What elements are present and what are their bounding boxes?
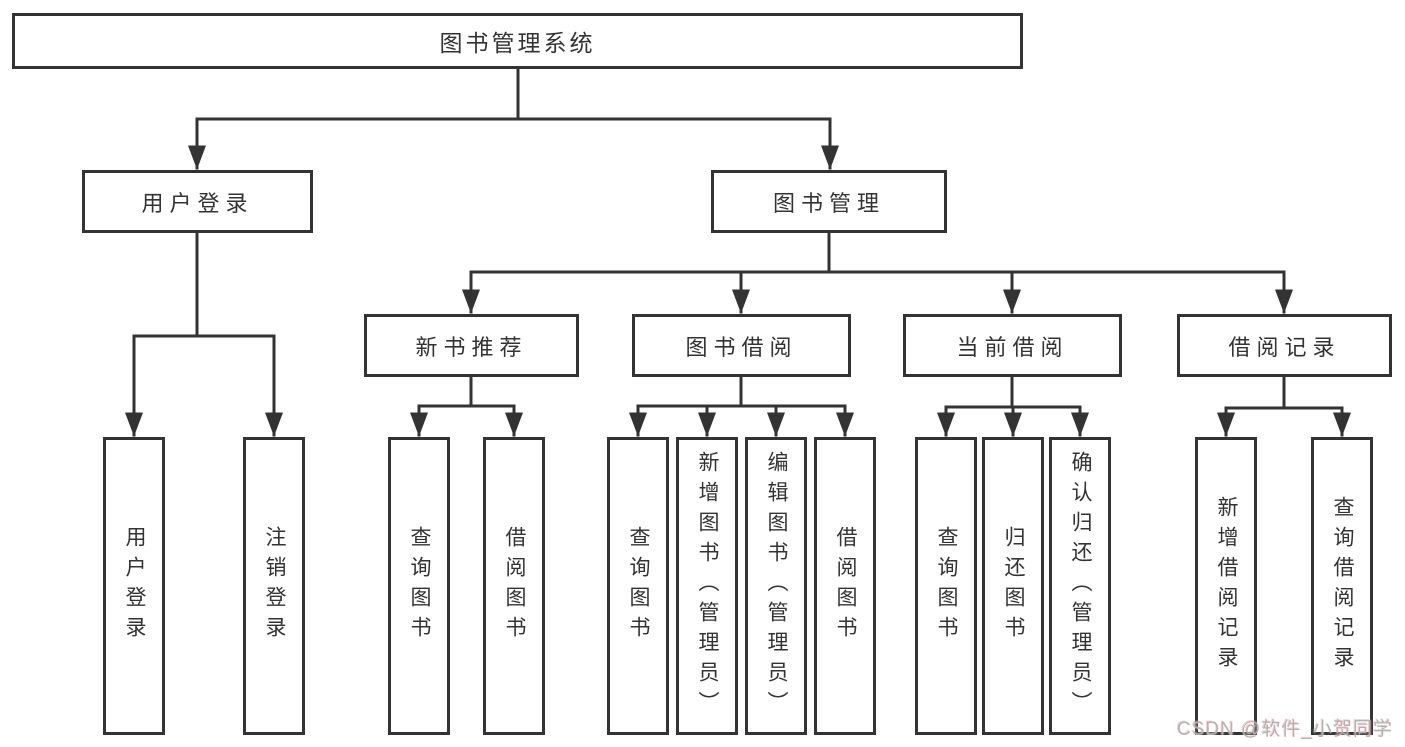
- leaf-query-books-borrowing: 查询图书: [607, 437, 669, 735]
- node-new-book-recommend: 新书推荐: [364, 314, 579, 377]
- node-book-borrowing: 图书借阅: [632, 314, 851, 377]
- watermark-csdn: CSDN @软件_小贺同学: [1177, 719, 1393, 740]
- node-current-borrowing: 当前借阅: [903, 314, 1122, 377]
- leaf-add-book-admin: 新增图书（管理员）: [676, 437, 738, 735]
- leaf-add-borrow-record: 新增借阅记录: [1195, 437, 1257, 735]
- node-book-management: 图书管理: [711, 170, 947, 233]
- leaf-logout: 注销登录: [243, 437, 305, 735]
- node-user-login: 用户登录: [82, 170, 313, 233]
- node-library-system: 图书管理系统: [12, 13, 1023, 69]
- leaf-query-books-current: 查询图书: [915, 437, 977, 735]
- leaf-query-books-recommend: 查询图书: [388, 437, 450, 735]
- node-borrowing-records: 借阅记录: [1177, 314, 1392, 377]
- leaf-user-login: 用户登录: [103, 437, 165, 735]
- leaf-borrow-books-recommend: 借阅图书: [483, 437, 545, 735]
- leaf-edit-book-admin: 编辑图书（管理员）: [745, 437, 807, 735]
- leaf-confirm-return-admin: 确认归还（管理员）: [1049, 437, 1111, 735]
- leaf-borrow-books-borrowing: 借阅图书: [814, 437, 876, 735]
- leaf-query-borrow-record: 查询借阅记录: [1311, 437, 1373, 735]
- leaf-return-book: 归还图书: [982, 437, 1044, 735]
